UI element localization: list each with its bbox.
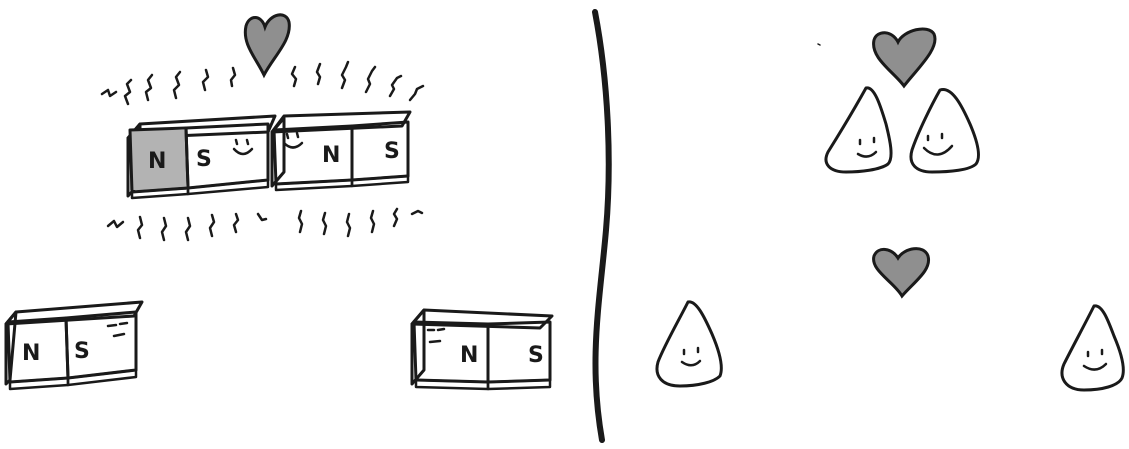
bored-face-icon: [108, 323, 127, 336]
happy-face-icon: [924, 134, 952, 155]
panel-divider-line: [595, 12, 609, 440]
cone-right: [911, 89, 979, 172]
cone-left: [826, 88, 891, 172]
bored-face-icon: [428, 329, 444, 342]
far-cones-group: [657, 249, 1123, 390]
happy-face-icon: [234, 140, 252, 154]
happy-face-icon: [284, 133, 302, 148]
stray-mark: [818, 44, 820, 45]
magnet-separated-right: N S: [412, 310, 552, 389]
happy-face-icon: [1084, 350, 1106, 370]
attracted-magnets-group: N S N S: [102, 15, 423, 240]
magnet-south-label: S: [384, 139, 400, 164]
magnet-north-label: N: [148, 149, 166, 174]
heart-icon: [874, 249, 929, 296]
happy-face-icon: [858, 138, 876, 157]
heart-icon: [245, 15, 289, 75]
separated-magnets-group: N S N S: [6, 302, 552, 389]
magnet-south-label: S: [196, 147, 212, 172]
magnet-south-label: S: [528, 343, 544, 368]
close-cones-group: [826, 29, 978, 172]
magnet-north-label: N: [322, 143, 340, 168]
magnet-attracted-right: N S: [272, 112, 410, 190]
heart-icon: [874, 29, 935, 86]
attraction-sparkles-bottom: [108, 209, 422, 240]
magnet-separated-left: N S: [6, 302, 142, 389]
magnet-south-label: S: [74, 339, 90, 364]
happy-face-icon: [682, 348, 700, 365]
cone-far-right: [1062, 306, 1123, 390]
magnet-north-label: N: [22, 341, 40, 366]
cone-far-left: [657, 302, 721, 386]
magnet-attracted-left: N S: [128, 116, 275, 198]
magnet-north-label: N: [460, 343, 478, 368]
